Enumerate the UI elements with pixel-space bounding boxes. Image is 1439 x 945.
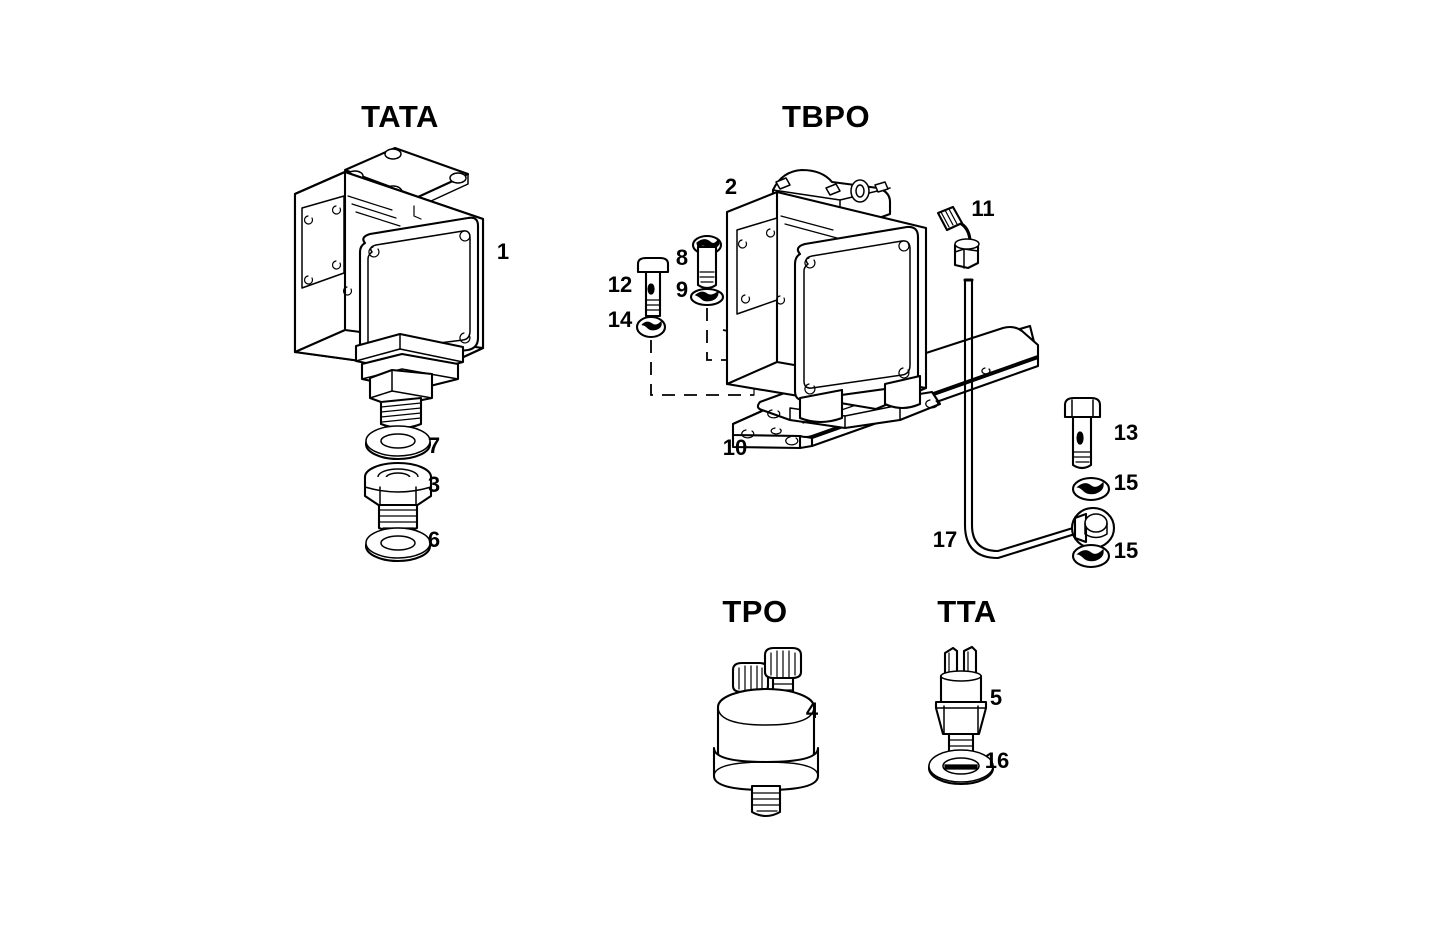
part-2-sender-housing-tbpo bbox=[725, 168, 928, 424]
callout-15-lower: 15 bbox=[1114, 538, 1138, 563]
assembly-tta bbox=[927, 645, 995, 786]
part-1-neck-collar bbox=[354, 332, 465, 430]
callout-15-upper: 15 bbox=[1114, 470, 1138, 495]
callout-14: 14 bbox=[608, 307, 633, 332]
callout-5: 5 bbox=[990, 685, 1002, 710]
part-7-sealing-washer bbox=[364, 425, 432, 461]
assembly-tpo bbox=[712, 646, 820, 818]
callout-17: 17 bbox=[933, 527, 957, 552]
callout-16: 16 bbox=[985, 748, 1009, 773]
group-title-tbpo: TBPO bbox=[782, 99, 870, 134]
part-16-sealing-washer bbox=[927, 749, 995, 786]
assembly-tbpo bbox=[635, 168, 1116, 569]
callout-9: 9 bbox=[676, 277, 688, 302]
part-15-sealing-ring-lower bbox=[1071, 543, 1111, 569]
part-4-pressure-sender bbox=[712, 646, 820, 818]
callout-11: 11 bbox=[971, 196, 994, 221]
callout-12: 12 bbox=[608, 272, 632, 297]
part-8-screw bbox=[691, 234, 723, 290]
part-3-adapter-nut bbox=[363, 461, 433, 534]
part-11-elbow-fitting bbox=[936, 205, 980, 270]
callout-13: 13 bbox=[1114, 420, 1138, 445]
part-9-lock-washer bbox=[689, 287, 725, 307]
part-6-sealing-washer bbox=[364, 527, 432, 563]
callout-7: 7 bbox=[428, 433, 440, 458]
callout-6: 6 bbox=[428, 527, 440, 552]
part-14-lock-washer bbox=[635, 315, 667, 339]
part-5-temperature-switch bbox=[934, 645, 988, 761]
part-12-hex-bolt bbox=[636, 256, 670, 318]
group-title-tpo: TPO bbox=[722, 594, 787, 629]
callout-3: 3 bbox=[428, 472, 440, 497]
group-title-tata: TATA bbox=[361, 99, 439, 134]
callout-8: 8 bbox=[676, 245, 688, 270]
callout-1: 1 bbox=[497, 239, 509, 264]
part-15-sealing-ring-upper bbox=[1071, 476, 1111, 502]
callout-4: 4 bbox=[806, 698, 819, 723]
part-13-banjo-bolt bbox=[1063, 396, 1102, 470]
callout-2: 2 bbox=[725, 174, 737, 199]
callout-10: 10 bbox=[723, 435, 747, 460]
group-title-tta: TTA bbox=[937, 594, 996, 629]
assembly-tata bbox=[293, 146, 485, 563]
